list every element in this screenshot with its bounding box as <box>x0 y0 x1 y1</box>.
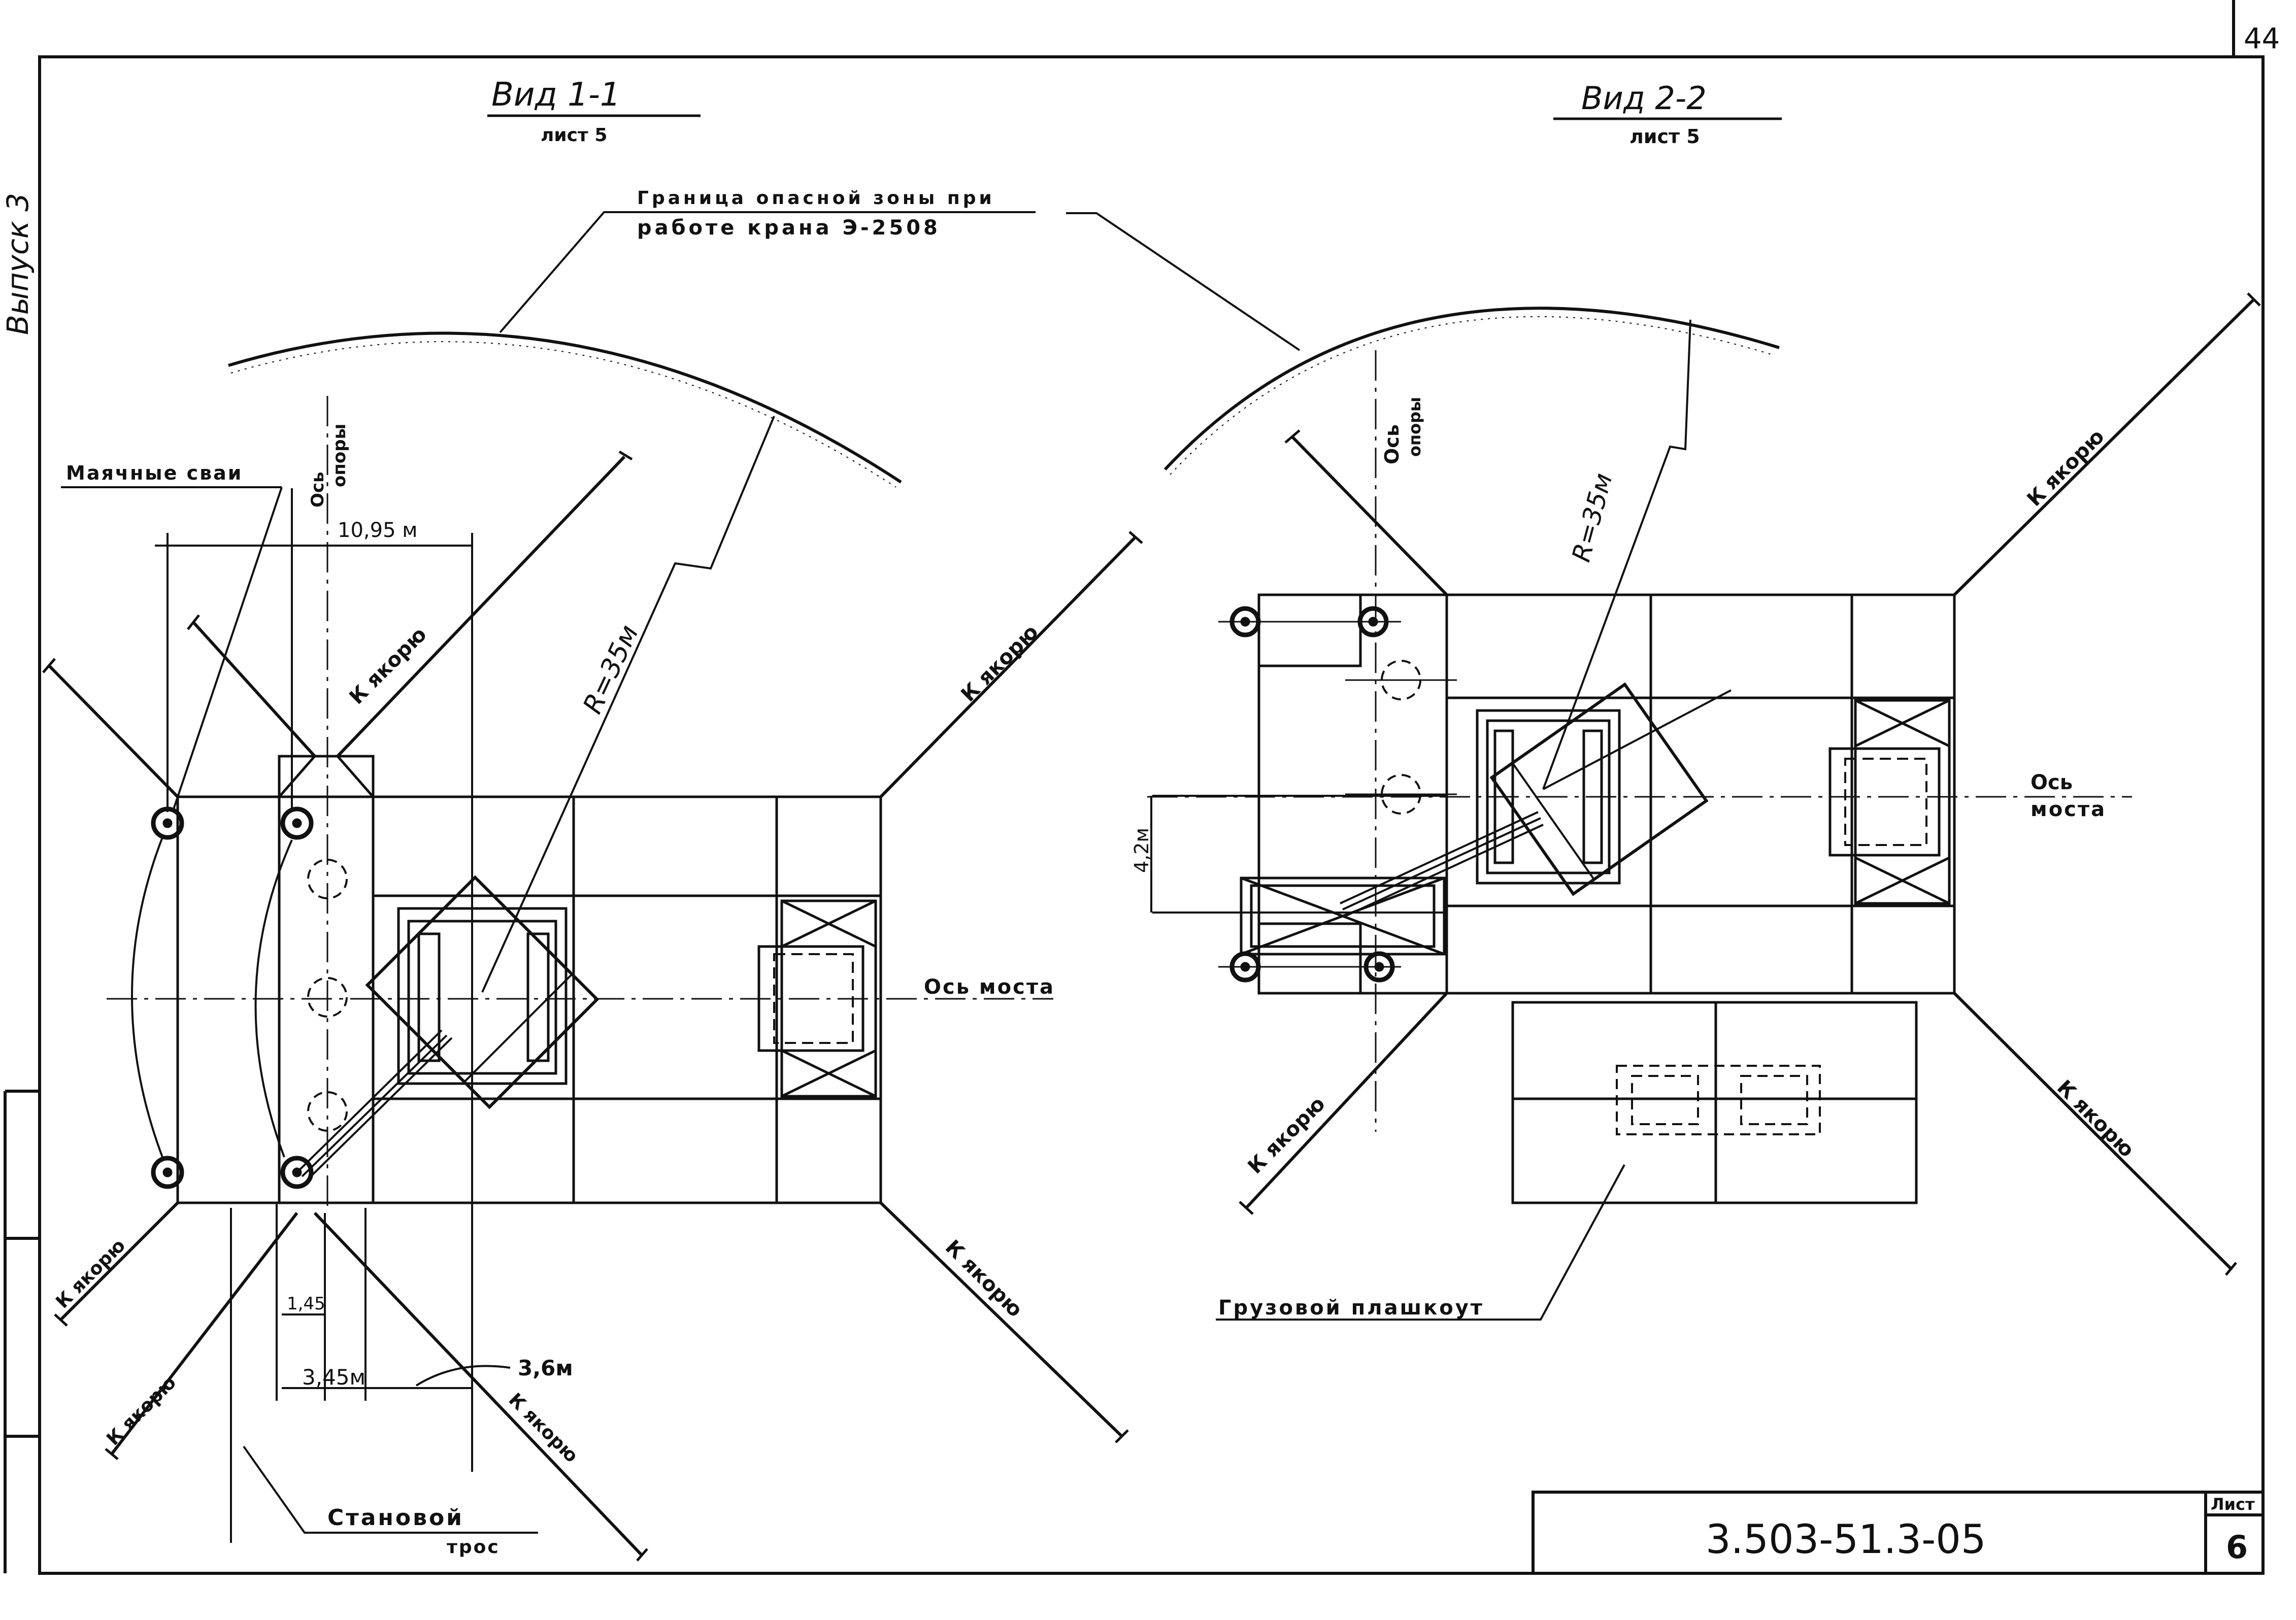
view1-beacon-piles-label: Маячные сваи <box>66 462 243 484</box>
view1-beacon-leader <box>61 486 293 813</box>
view1-main-rope-1: Становой <box>327 1505 464 1531</box>
view2-cargo-label: Грузовой плашкоут <box>1218 1296 1484 1320</box>
view1-dashed-piles <box>307 859 348 1132</box>
view1-swing-arc-inner <box>254 839 293 1158</box>
view2-support-axis-2: опоры <box>1405 397 1424 457</box>
view1-dim-width-label: 10,95 м <box>338 519 417 542</box>
view-1-1: Вид 1-1 лист 5 <box>42 76 1143 1562</box>
view2-anchor-label-3: К якорю <box>2052 1076 2139 1162</box>
view1-dim-small: 1,45 <box>287 1294 325 1314</box>
view2-sheet-ref: лист 5 <box>1629 125 1700 148</box>
view1-bridge-axis-label: Ось моста <box>924 975 1055 999</box>
view2-title: Вид 2-2 <box>1581 80 1707 117</box>
view1-sheet-ref: лист 5 <box>541 125 607 146</box>
view2-crane-boom <box>1340 689 1732 917</box>
sheet-number: 6 <box>2226 1529 2248 1566</box>
view2-winch <box>1828 699 1951 905</box>
view2-hazard-arc <box>1163 307 1780 471</box>
view2-anchor-lines <box>1245 298 2255 1270</box>
view1-anchor-label-3: К якорю <box>52 1235 129 1313</box>
view1-anchor-label-5: К якорю <box>941 1236 1027 1322</box>
hazard-zone-leaders <box>499 211 1301 351</box>
view1-dim-345: 3,45м <box>302 1365 365 1390</box>
view2-outrigger <box>1240 876 1446 956</box>
view1-anchor-ticks <box>42 450 1143 1562</box>
view2-support-axis-1: Ось <box>1381 424 1403 464</box>
view1-anchor-label-6: К якорю <box>505 1389 582 1467</box>
view1-crane-boom <box>296 1029 453 1181</box>
title-block <box>1532 1491 2265 1575</box>
view1-support-axis-2: опоры <box>329 424 350 487</box>
view1-support-axis-1: Ось <box>308 471 328 508</box>
view1-dim-36-leader <box>415 1365 511 1387</box>
view1-anchor-lines <box>47 455 1136 1557</box>
view1-radius-line <box>481 416 775 993</box>
hazard-zone-line1: Граница опасной зоны при <box>637 188 995 209</box>
view2-crane-cabin <box>1489 682 1709 896</box>
series-label: Выпуск 3 <box>1 193 35 335</box>
drawing-code: 3.503-51.3-05 <box>1706 1517 1986 1563</box>
view2-beacon-piles <box>1229 606 1395 983</box>
view2-cargo-pontoon <box>1511 1001 1918 1204</box>
view1-anchor-label-4: К якорю <box>103 1372 180 1450</box>
view-2-2: Вид 2-2 лист 5 <box>1130 80 2261 1321</box>
view2-dim-42 <box>1150 795 1447 914</box>
view2-anchor-ticks <box>1239 292 2261 1276</box>
view1-radius-label: R=35м <box>577 620 645 718</box>
view1-crane-cabin <box>365 875 600 1109</box>
view1-anchor-label-1: К якорю <box>345 623 431 709</box>
view1-main-rope-leader <box>243 1445 538 1534</box>
view2-radius-label: R=35м <box>1567 470 1618 565</box>
view2-bridge-axis-2: моста <box>2031 798 2106 821</box>
page-number-top: 44 <box>2244 22 2280 55</box>
view1-main-rope-2: трос <box>447 1537 500 1558</box>
sheet-label: Лист <box>2211 1495 2255 1514</box>
view1-anchor-label-2: К якорю <box>957 620 1043 706</box>
view1-dim-width <box>155 533 473 1472</box>
view1-swing-arc-outer <box>131 837 163 1158</box>
sheet-frame <box>4 0 2265 1575</box>
view1-title: Вид 1-1 <box>491 76 621 114</box>
view1-hazard-arc <box>228 331 902 484</box>
view2-anchor-label-1: К якорю <box>2023 425 2109 511</box>
view1-lower-verticals <box>230 1203 472 1543</box>
view1-dim-36: 3,6м <box>518 1356 573 1380</box>
view1-pontoon <box>176 755 882 1204</box>
view2-dashed-piles <box>1381 660 1421 815</box>
view2-cargo-leader <box>1216 1164 1625 1321</box>
view2-bridge-axis-1: Ось <box>2031 771 2073 794</box>
view1-beacon-piles <box>151 806 314 1189</box>
view2-dim-42-label: 4,2м <box>1130 828 1153 873</box>
view2-radius-line <box>1542 319 1691 790</box>
hazard-zone-line2: работе крана Э-2508 <box>637 216 941 240</box>
